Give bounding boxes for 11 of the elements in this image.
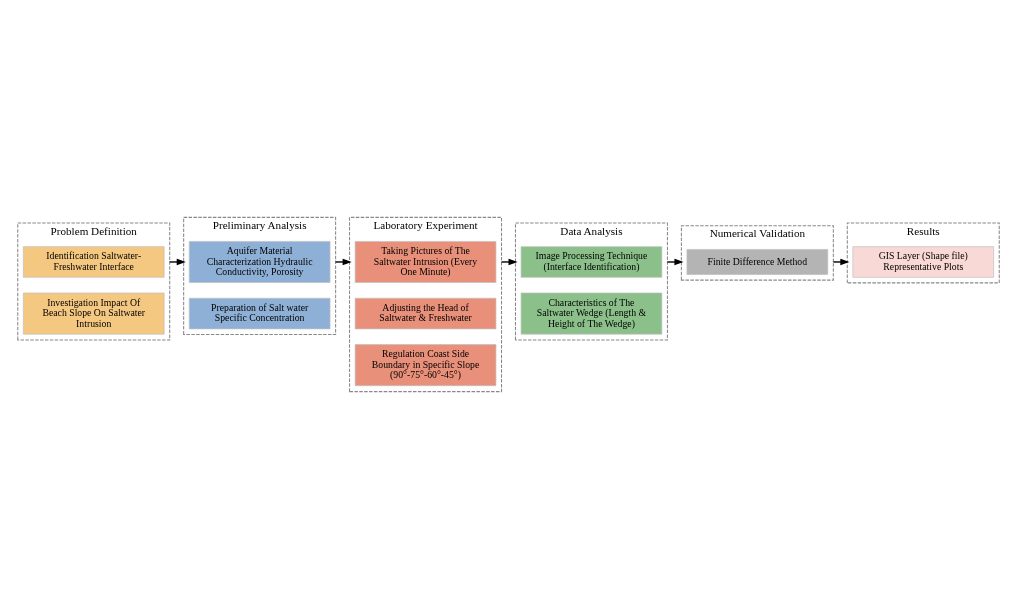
node-box: Investigation Impact Of Beach Slope On Saltwater Intrusion	[22, 292, 165, 334]
node-box: Characteristics of The Saltwater Wedge (Length & Height of The Wedge)	[520, 292, 663, 334]
node-box: Adjusting the Head of Saltwater & Freshwater	[354, 297, 497, 329]
node-box: Finite Difference Method	[686, 248, 829, 275]
node-box: Taking Pictures of The Saltwater Intrusion (Every One Minute)	[354, 240, 497, 283]
node-box: Regulation Coast Side Boundary in Specific Slope (90°-75°-60°-45°)	[354, 343, 497, 386]
node-box: GIS Layer (Shape file) Representative Plots	[852, 245, 994, 278]
node-box: Image Processing Technique (Interface Identification)	[520, 245, 663, 278]
node-box: Aquifer Material Characterization Hydraulic Conductivity, Porosity	[188, 240, 331, 283]
node-box: Preparation of Salt water Specific Concentration	[188, 297, 331, 329]
node-box: Identification Saltwater-Freshwater Interface	[22, 245, 165, 278]
